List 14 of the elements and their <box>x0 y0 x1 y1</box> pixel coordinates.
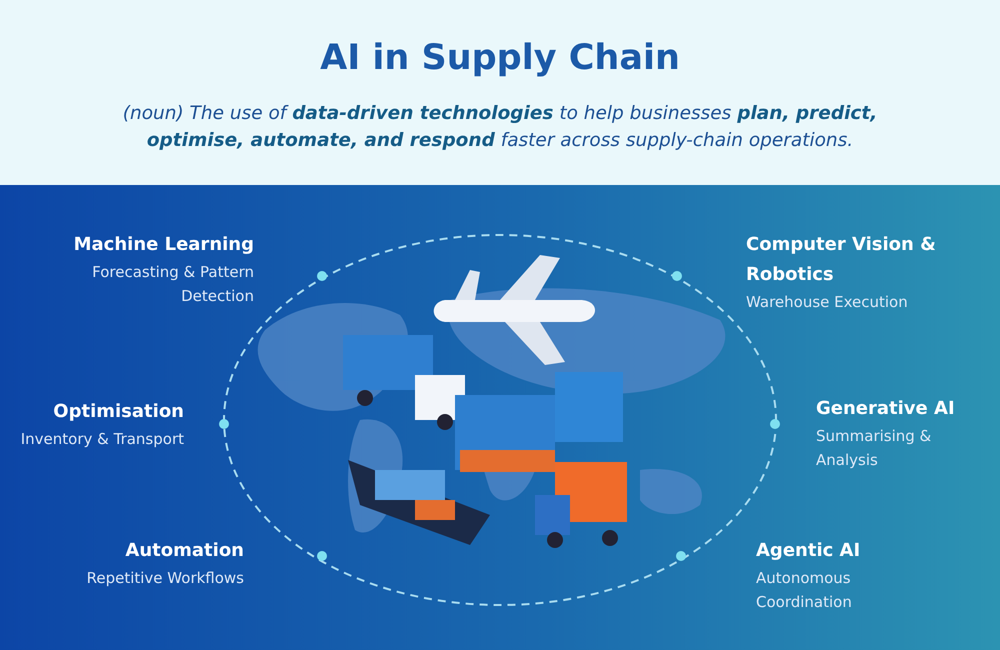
category-heading: Automation <box>124 539 244 563</box>
category-heading: Agentic AI <box>756 539 862 563</box>
category-heading: Machine Learning <box>72 233 254 257</box>
category-heading: Generative AI <box>816 397 956 421</box>
category-description: Repetitive Workflows <box>86 568 244 589</box>
category-description: Forecasting & Pattern Detection <box>91 262 254 307</box>
category-heading: Computer Vision & Robotics <box>746 233 937 287</box>
category-description: Summarising & Analysis <box>816 426 932 471</box>
category-description: Inventory & Transport <box>20 429 184 450</box>
category-heading: Optimisation <box>52 400 184 424</box>
subtitle: (noun) The use of data-driven technologies to help businesses plan, predict, optimise, automate, and respond faster across supply-chain operations. <box>122 102 878 153</box>
category-description: Warehouse Execution <box>746 292 909 313</box>
category-description: Autonomous Coordination <box>756 568 853 613</box>
title: AI in Supply Chain <box>319 38 681 78</box>
